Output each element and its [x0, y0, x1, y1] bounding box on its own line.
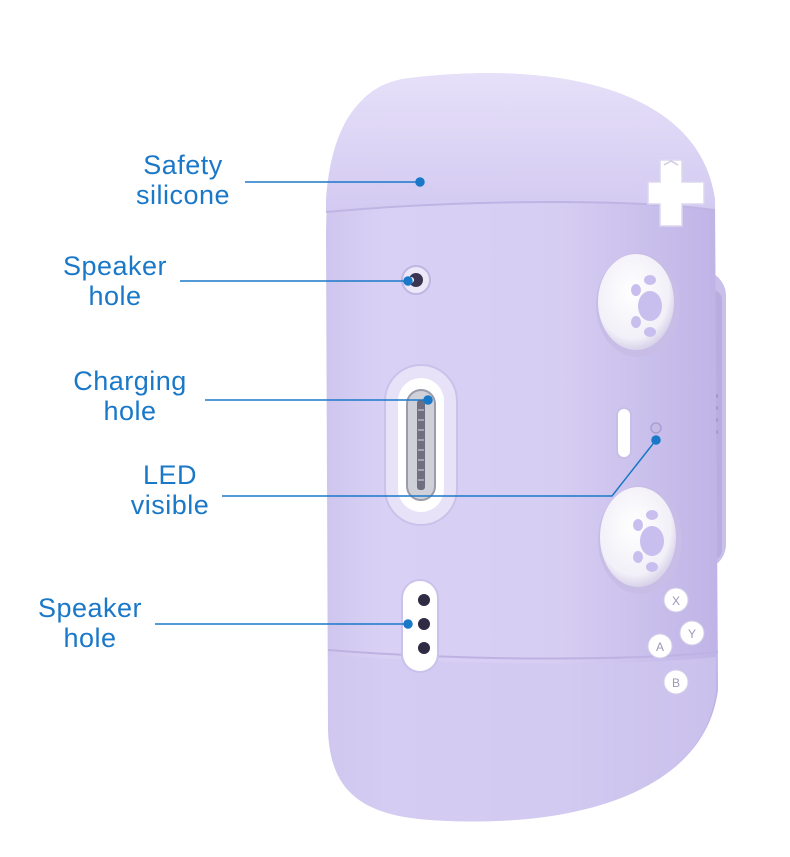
callout-dot-speaker-bottom: [403, 619, 413, 629]
callout-line-led: [222, 439, 657, 497]
y-button-label: Y: [688, 627, 696, 641]
charging-port: [384, 364, 458, 526]
a-button-label: A: [656, 640, 664, 654]
callout-label-led-visible: LED visible: [130, 460, 210, 520]
top-thumbstick: [596, 253, 680, 357]
callout-dot-led: [651, 435, 661, 445]
face-buttons: X Y A B: [647, 587, 705, 695]
callout-label-speaker-hole-top: Speaker hole: [62, 251, 168, 311]
bottom-speaker-holes: [401, 579, 439, 673]
x-button-label: X: [672, 594, 680, 608]
side-button: [616, 407, 632, 459]
callout-dot-charging: [423, 395, 433, 405]
paw-icon: [633, 510, 664, 572]
callout-label-speaker-hole-bottom: Speaker hole: [37, 593, 143, 653]
callout-dot-speaker-top: [403, 276, 413, 286]
b-button-label: B: [672, 676, 680, 690]
callout-label-charging-hole: Charging hole: [73, 366, 187, 426]
top-speaker-hole: [401, 265, 431, 295]
callout-dot-safety: [415, 177, 425, 187]
callout-lines: [155, 177, 661, 629]
bottom-thumbstick: [598, 486, 682, 594]
dpad: [647, 159, 705, 227]
paw-icon: [631, 275, 662, 337]
callout-label-safety-silicone: Safety silicone: [135, 150, 231, 210]
led-window: [650, 422, 662, 434]
